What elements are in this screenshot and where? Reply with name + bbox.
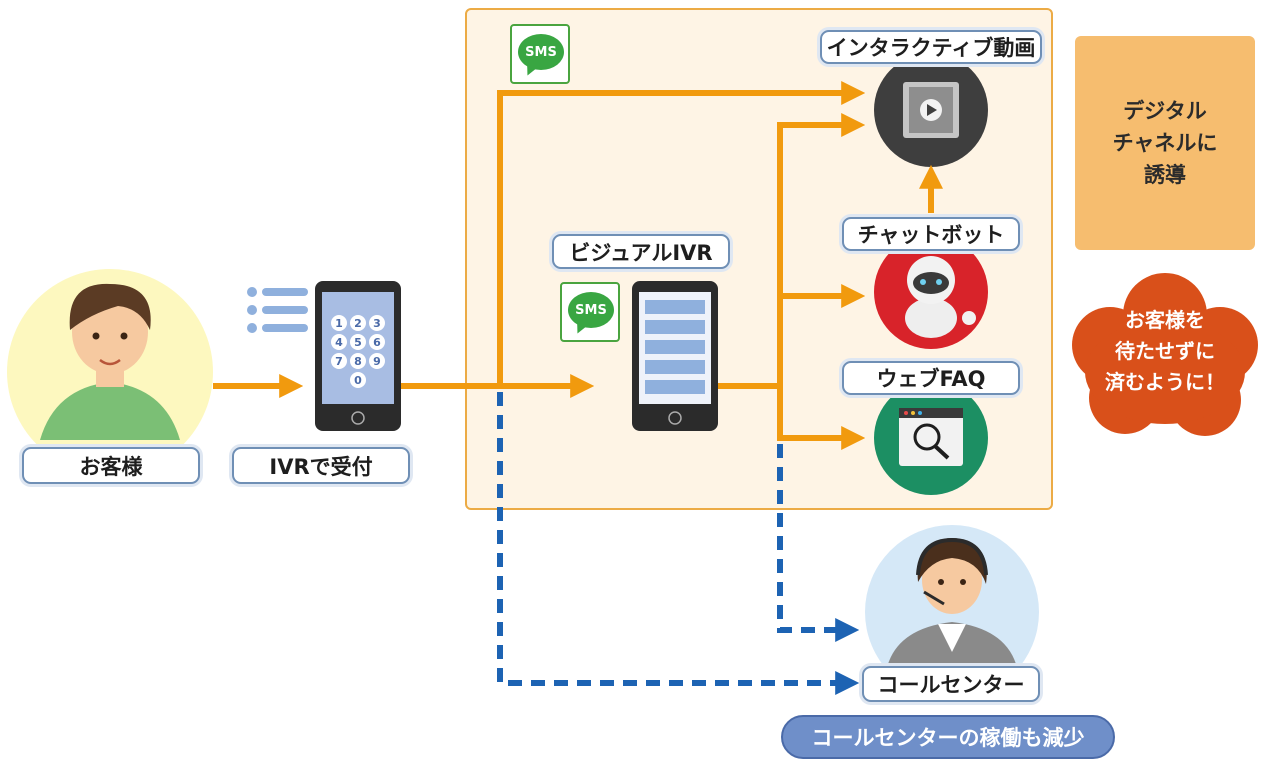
keypad-key-1 <box>331 315 347 331</box>
keypad-digit: 4 <box>335 336 343 349</box>
chatbot-robot-icon <box>874 235 988 349</box>
visual-ivr-label: ビジュアルIVR <box>552 234 730 269</box>
video-icon <box>874 53 988 167</box>
keypad-digit: 8 <box>354 355 362 368</box>
sms-badge-top: SMS <box>510 24 570 84</box>
keypad-key-2 <box>350 315 366 331</box>
digital-channel-box: デジタル チャネルに 誘導 <box>1075 36 1255 250</box>
chatbot-label: チャットボット <box>842 217 1020 251</box>
keypad-digit: 7 <box>335 355 343 368</box>
keypad-key-8 <box>350 353 366 369</box>
keypad-key-3 <box>369 315 385 331</box>
keypad-digit: 9 <box>373 355 381 368</box>
keypad-key-6 <box>369 334 385 350</box>
keypad-key-0 <box>350 372 366 388</box>
keypad-digit: 3 <box>373 317 381 330</box>
keypad-key-5 <box>350 334 366 350</box>
call-center-fallback-arrows <box>497 392 860 695</box>
keypad-digit: 0 <box>354 374 362 387</box>
cloud-message: お客様を 待たせずに 済むように！ <box>1105 308 1225 394</box>
call-center-label: コールセンター <box>862 666 1040 702</box>
keypad-digit: 1 <box>335 317 343 330</box>
keypad-key-7 <box>331 353 347 369</box>
customer-illustration <box>7 269 213 475</box>
interactive-video-label: インタラクティブ動画 <box>820 30 1042 64</box>
web-faq-label: ウェブFAQ <box>842 361 1020 395</box>
customer-label: お客様 <box>22 447 200 484</box>
keypad-digit: 2 <box>354 317 362 330</box>
web-faq-search-icon <box>874 381 988 495</box>
keypad-digit: 6 <box>373 336 381 349</box>
sms-badge-visual-ivr: SMS <box>560 282 620 342</box>
menu-list-icon <box>247 287 308 333</box>
keypad-key-9 <box>369 353 385 369</box>
visual-ivr-branches <box>718 113 866 450</box>
cloud-shape <box>1072 273 1258 436</box>
keypad-key-4 <box>331 334 347 350</box>
keypad-digit: 5 <box>354 336 362 349</box>
call-center-reduction-pill: コールセンターの稼働も減少 <box>781 715 1115 759</box>
operator-illustration <box>865 525 1039 699</box>
ivr-reception-label: IVRで受付 <box>232 447 410 484</box>
visual-ivr-phone-icon <box>632 281 718 431</box>
arrow-sms-to-video <box>497 81 866 386</box>
